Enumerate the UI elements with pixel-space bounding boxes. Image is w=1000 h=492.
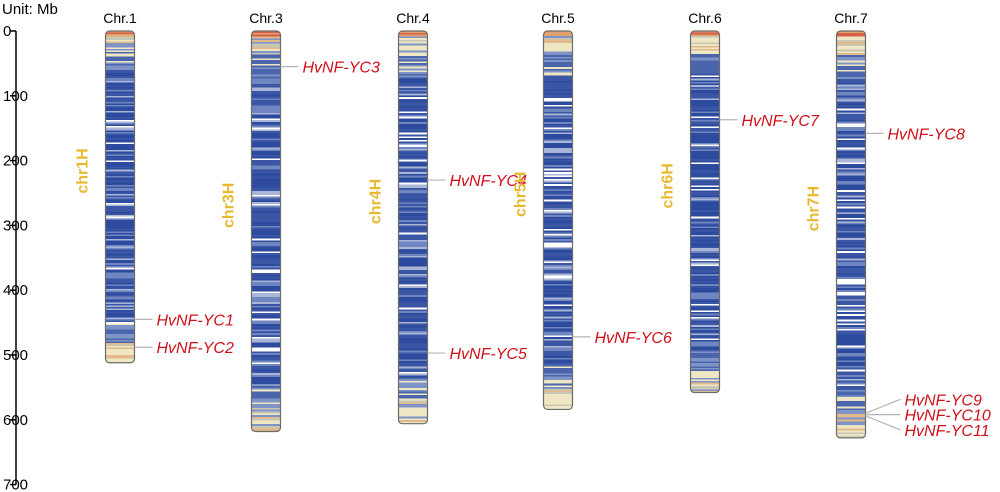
chromosome-bar (835, 30, 867, 439)
axis-tick-label: 100 (3, 88, 28, 105)
chromosome-name: chr6H (660, 163, 677, 208)
gene-label: HvNF-YC5 (450, 346, 527, 363)
chromosome-name: chr4H (368, 179, 385, 224)
axis-tick-label: 200 (3, 153, 28, 170)
chromosome-name: chr1H (75, 148, 92, 193)
gene-label: HvNF-YC1 (157, 312, 234, 329)
chromosome-label: Chr.5 (541, 10, 575, 26)
chromosome-bar (104, 30, 136, 364)
gene-label: HvNF-YC8 (888, 126, 965, 143)
gene-label: HvNF-YC10 (905, 408, 991, 425)
axis-tick-label: 400 (3, 282, 28, 299)
gene-label: HvNF-YC11 (905, 423, 990, 440)
chromosome-label: Chr.7 (834, 10, 868, 26)
chromosome-label: Chr.3 (249, 10, 283, 26)
chromosome-name: chr7H (806, 186, 823, 231)
axis-tick-label: 0 (3, 23, 11, 40)
gene-label: HvNF-YC2 (157, 340, 234, 357)
gene-leader-line (865, 415, 901, 431)
chromosome-bar (397, 30, 429, 425)
axis-tick-label: 500 (3, 347, 28, 364)
chromosome-bar (542, 30, 574, 411)
chromosome-label: Chr.6 (688, 10, 722, 26)
chromosome-label: Chr.4 (396, 10, 430, 26)
axis-tick-label: 700 (3, 477, 28, 492)
chromosome-label: Chr.1 (103, 10, 137, 26)
gene-label: HvNF-YC6 (595, 330, 672, 347)
axis-tick-label: 300 (3, 217, 28, 234)
gene-label: HvNF-YC9 (905, 392, 982, 409)
axis-unit-label: Unit: Mb (2, 1, 58, 18)
gene-leader-line (865, 398, 901, 414)
gene-label: HvNF-YC7 (742, 113, 820, 130)
axis-tick-label: 600 (3, 412, 28, 429)
gene-label: HvNF-YC3 (303, 60, 380, 77)
chromosome-name: chr5H (513, 172, 530, 217)
chromosome-name: chr3H (221, 183, 238, 228)
gene-label: HvNF-YC4 (450, 173, 527, 190)
y-axis: 0 100 200 300 400 500 600 700 (3, 23, 28, 492)
chromosome-bar (689, 30, 721, 394)
chromosome-bar (250, 30, 282, 433)
